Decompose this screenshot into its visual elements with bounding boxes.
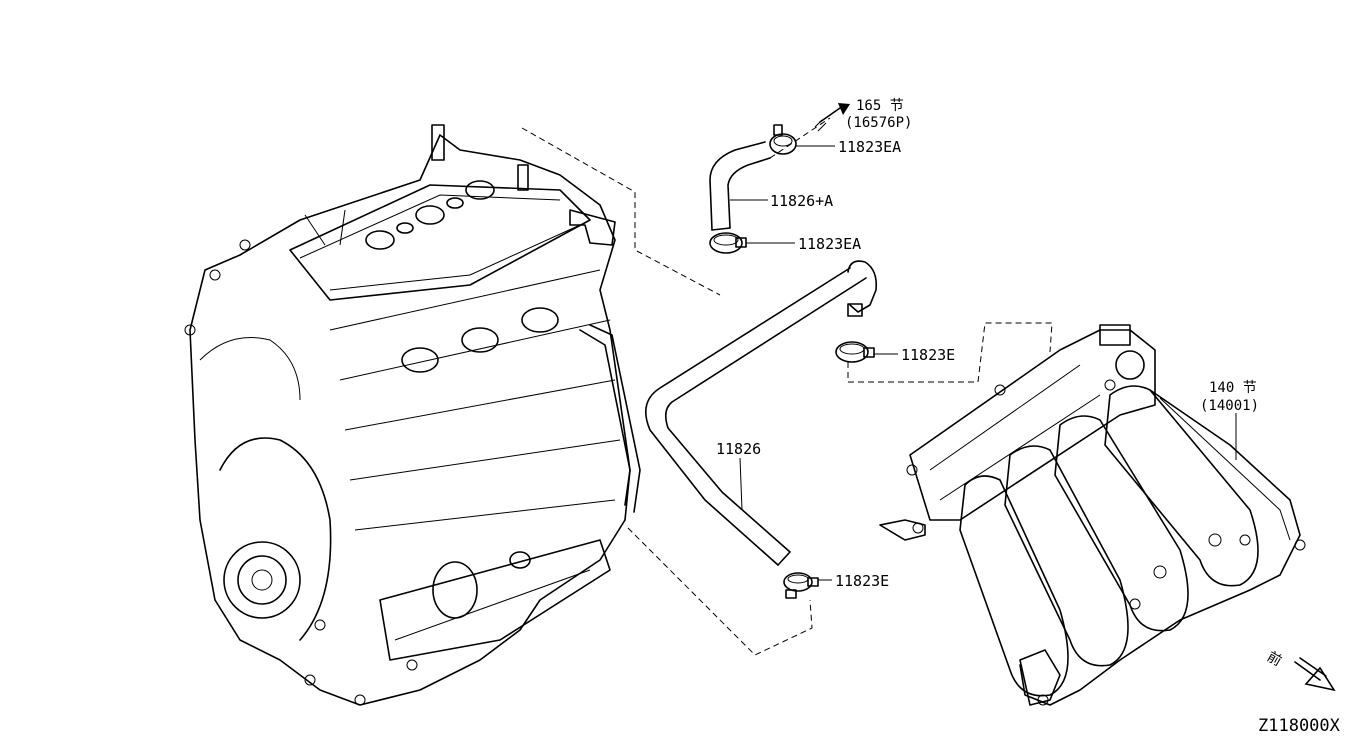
- ref-165-label: 165 节: [856, 98, 904, 114]
- engine-assembly-illustration: [184, 124, 641, 706]
- clamp-11823e-right: [835, 341, 875, 363]
- dashed-leader-top-clamp: [769, 117, 831, 159]
- ref-16576p-label: (16576P): [845, 115, 912, 131]
- part-11823e-bottom-label: 11823E: [835, 572, 889, 590]
- part-11823ea-top-label: 11823EA: [838, 138, 901, 156]
- hose-11826: [644, 260, 878, 566]
- dashed-leader-manifold: [847, 322, 1053, 383]
- part-11826-label: 11826: [716, 440, 761, 458]
- front-mark-label: 前: [1264, 648, 1285, 670]
- diagram-code-label: Z118000X: [1258, 716, 1341, 736]
- intake-manifold-illustration: [879, 324, 1306, 706]
- part-11823ea-mid-label: 11823EA: [798, 235, 861, 253]
- arrow-to-ref-165-icon: [814, 103, 850, 132]
- part-11823e-right-label: 11823E: [901, 346, 955, 364]
- clamp-11823ea-top: [769, 124, 797, 155]
- clamp-11823e-bottom: [783, 572, 819, 599]
- leader-hose-long: [739, 457, 743, 511]
- ref-14001-label: (14001): [1200, 398, 1259, 414]
- part-11826a-label: 11826+A: [770, 192, 833, 210]
- clamp-11823ea-mid: [709, 232, 747, 254]
- front-direction-arrow-icon: [1294, 657, 1336, 692]
- dashed-leader-lower: [627, 527, 813, 656]
- hose-11826a: [709, 141, 771, 231]
- ref-140-label: 140 节: [1209, 380, 1257, 396]
- dashed-leader-upper: [521, 127, 721, 296]
